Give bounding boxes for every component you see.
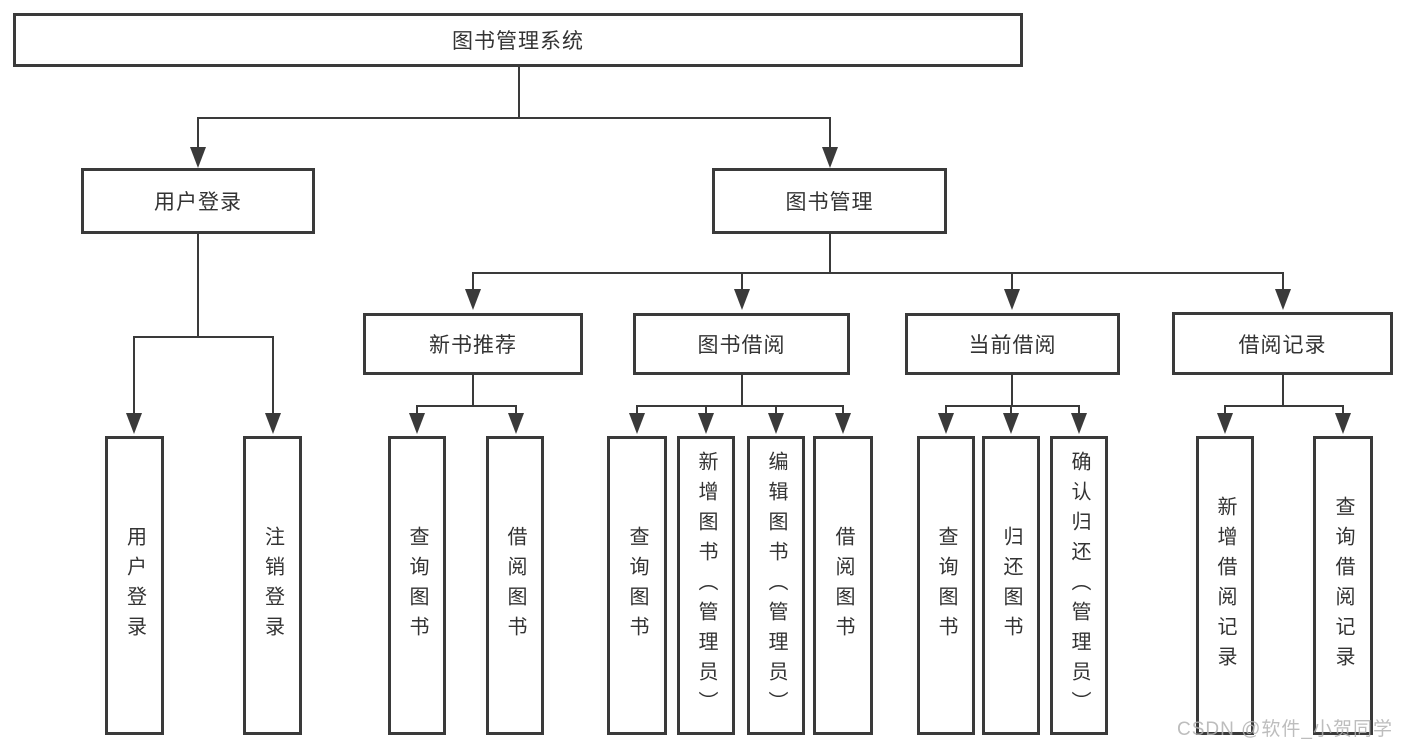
edge-book-mgmt-stub xyxy=(829,233,831,274)
edge-current-borrow-drop xyxy=(1011,272,1013,290)
arrowhead-new-book xyxy=(465,289,481,310)
leaf-add-books-admin-label: 新增图书（管理员） xyxy=(695,450,717,721)
edge-leaf-drop xyxy=(416,405,418,415)
arrowhead-leaf xyxy=(1071,413,1087,434)
edge-leaf-drop xyxy=(842,405,844,415)
node-book-management: 图书管理 xyxy=(712,168,947,234)
leaf-add-borrow-record: 新增借阅记录 xyxy=(1196,436,1254,735)
arrowhead-user-login xyxy=(190,147,206,168)
edge-leaf-drop xyxy=(775,405,777,415)
arrowhead-leaf xyxy=(629,413,645,434)
arrowhead-leaf xyxy=(409,413,425,434)
leaf-confirm-return-admin-label: 确认归还（管理员） xyxy=(1068,450,1090,721)
edge-leaf-drop xyxy=(1342,405,1344,415)
arrowhead-leaf-logout xyxy=(265,413,281,434)
leaf-add-borrow-record-label: 新增借阅记录 xyxy=(1214,495,1236,676)
leaf-query-books-current: 查询图书 xyxy=(917,436,975,735)
arrowhead-borrow-records xyxy=(1275,289,1291,310)
edge-new-book-stub xyxy=(472,374,474,407)
leaf-edit-books-admin-label: 编辑图书（管理员） xyxy=(765,450,787,721)
leaf-query-books-borrow: 查询图书 xyxy=(607,436,667,735)
leaf-edit-books-admin: 编辑图书（管理员） xyxy=(747,436,805,735)
leaf-confirm-return-admin: 确认归还（管理员） xyxy=(1050,436,1108,735)
leaf-logout: 注销登录 xyxy=(243,436,302,735)
leaf-borrow-books-recommend: 借阅图书 xyxy=(486,436,544,735)
leaf-query-books-borrow-label: 查询图书 xyxy=(626,525,648,646)
leaf-query-books-recommend-label: 查询图书 xyxy=(406,525,428,646)
edge-book-borrow-stub xyxy=(741,374,743,407)
edge-leaf-drop xyxy=(1078,405,1080,415)
edge-leaf-drop xyxy=(1224,405,1226,415)
leaf-return-books: 归还图书 xyxy=(982,436,1040,735)
leaf-borrow-books: 借阅图书 xyxy=(813,436,873,735)
edge-user-login-drop xyxy=(197,117,199,150)
edge-user-login-bus xyxy=(133,336,274,338)
node-root-label: 图书管理系统 xyxy=(452,30,584,53)
arrowhead-leaf xyxy=(768,413,784,434)
arrowhead-leaf xyxy=(835,413,851,434)
edge-new-book-leaf-bus xyxy=(416,405,517,407)
edge-current-borrow-stub xyxy=(1011,374,1013,407)
node-root: 图书管理系统 xyxy=(13,13,1023,67)
node-book-management-label: 图书管理 xyxy=(785,191,874,214)
edge-root-stub xyxy=(518,66,520,117)
arrowhead-current-borrow xyxy=(1004,289,1020,310)
node-borrow-records-label: 借阅记录 xyxy=(1238,333,1327,357)
arrowhead-leaf xyxy=(1003,413,1019,434)
edge-leaf-drop xyxy=(705,405,707,415)
node-user-login-label: 用户登录 xyxy=(154,191,242,214)
leaf-return-books-label: 归还图书 xyxy=(1000,525,1022,646)
leaf-query-borrow-record: 查询借阅记录 xyxy=(1313,436,1373,735)
edge-user-login-stub xyxy=(197,233,199,338)
edge-book-mgmt-drop xyxy=(829,117,831,150)
node-new-book-recommend: 新书推荐 xyxy=(363,313,583,375)
arrowhead-leaf xyxy=(508,413,524,434)
node-borrow-records: 借阅记录 xyxy=(1172,312,1393,375)
edge-current-borrow-leaf-bus xyxy=(945,405,1080,407)
arrowhead-leaf-user-login xyxy=(126,413,142,434)
edge-new-book-drop xyxy=(472,272,474,290)
node-user-login: 用户登录 xyxy=(81,168,315,234)
arrowhead-leaf xyxy=(698,413,714,434)
edge-book-borrow-leaf-bus xyxy=(636,405,844,407)
leaf-borrow-books-recommend-label: 借阅图书 xyxy=(504,525,526,646)
edge-leaf-user-login-drop xyxy=(133,336,135,414)
arrowhead-book-borrow xyxy=(734,289,750,310)
edge-leaf-drop xyxy=(515,405,517,415)
leaf-add-books-admin: 新增图书（管理员） xyxy=(677,436,735,735)
edge-leaf-drop xyxy=(1010,405,1012,415)
node-book-borrow: 图书借阅 xyxy=(633,313,850,375)
leaf-user-login-label: 用户登录 xyxy=(123,525,146,646)
csdn-watermark: CSDN @软件_小贺同学 xyxy=(1177,719,1393,740)
leaf-user-login: 用户登录 xyxy=(105,436,164,735)
node-current-borrow: 当前借阅 xyxy=(905,313,1120,375)
leaf-query-borrow-record-label: 查询借阅记录 xyxy=(1332,495,1354,676)
leaf-query-books-current-label: 查询图书 xyxy=(935,525,957,646)
edge-leaf-drop xyxy=(945,405,947,415)
edge-borrow-records-stub xyxy=(1282,374,1284,407)
node-book-borrow-label: 图书借阅 xyxy=(697,334,786,357)
edge-level2-bus xyxy=(197,117,831,119)
edge-leaf-logout-drop xyxy=(272,336,274,414)
leaf-logout-label: 注销登录 xyxy=(261,525,284,646)
edge-book-borrow-drop xyxy=(741,272,743,290)
node-current-borrow-label: 当前借阅 xyxy=(968,334,1057,357)
node-new-book-recommend-label: 新书推荐 xyxy=(429,334,517,357)
arrowhead-leaf xyxy=(1335,413,1351,434)
arrowhead-leaf xyxy=(938,413,954,434)
edge-borrow-records-leaf-bus xyxy=(1224,405,1344,407)
edge-level3-bus xyxy=(472,272,1284,274)
leaf-query-books-recommend: 查询图书 xyxy=(388,436,446,735)
edge-borrow-records-drop xyxy=(1282,272,1284,290)
arrowhead-leaf xyxy=(1217,413,1233,434)
arrowhead-book-mgmt xyxy=(822,147,838,168)
edge-leaf-drop xyxy=(636,405,638,415)
leaf-borrow-books-label: 借阅图书 xyxy=(832,525,854,646)
